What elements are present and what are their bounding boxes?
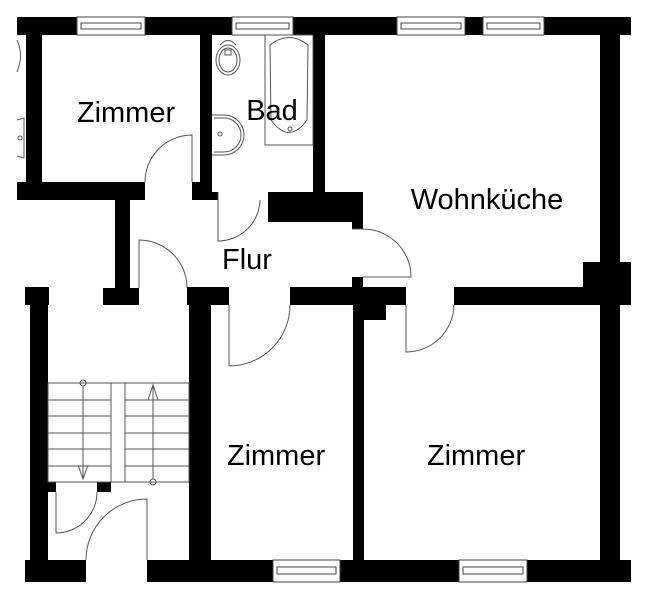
- door-flur: [138, 239, 188, 289]
- windows: [76, 16, 545, 583]
- room-label-flur: Flur: [222, 244, 272, 276]
- room-label-zimmer-top-left: Zimmer: [77, 97, 176, 129]
- window: [272, 559, 341, 583]
- room-label-zimmer-bottom-right: Zimmer: [427, 440, 526, 472]
- staircase: [47, 379, 190, 486]
- room-label-wohnkueche: Wohnküche: [411, 184, 564, 216]
- door-wohnkueche: [352, 228, 412, 278]
- door-zimmer-right: [405, 304, 455, 353]
- arrow-up-icon: [147, 383, 159, 401]
- partial-fixture-icon: [16, 39, 25, 159]
- arrow-down-icon: [77, 464, 89, 481]
- door-stair: [55, 491, 98, 534]
- window: [76, 16, 146, 36]
- door-bad: [217, 192, 261, 242]
- window: [231, 16, 294, 36]
- toilet-icon: [215, 40, 241, 76]
- walls: [17, 17, 631, 582]
- window: [482, 16, 545, 36]
- door-zimmer-middle: [228, 304, 291, 367]
- window: [458, 559, 528, 583]
- bathroom-fixtures: [16, 34, 314, 159]
- door-zimmer-top: [144, 134, 193, 183]
- window: [396, 16, 466, 36]
- room-labels: Zimmer Bad Wohnküche Flur Zimmer Zimmer: [77, 95, 563, 472]
- bathtub-icon: [264, 34, 314, 146]
- room-label-bad: Bad: [246, 95, 298, 127]
- doors: [55, 134, 455, 561]
- sink-icon: [212, 114, 245, 156]
- room-label-zimmer-bottom-middle: Zimmer: [227, 440, 326, 472]
- door-entrance: [85, 498, 148, 561]
